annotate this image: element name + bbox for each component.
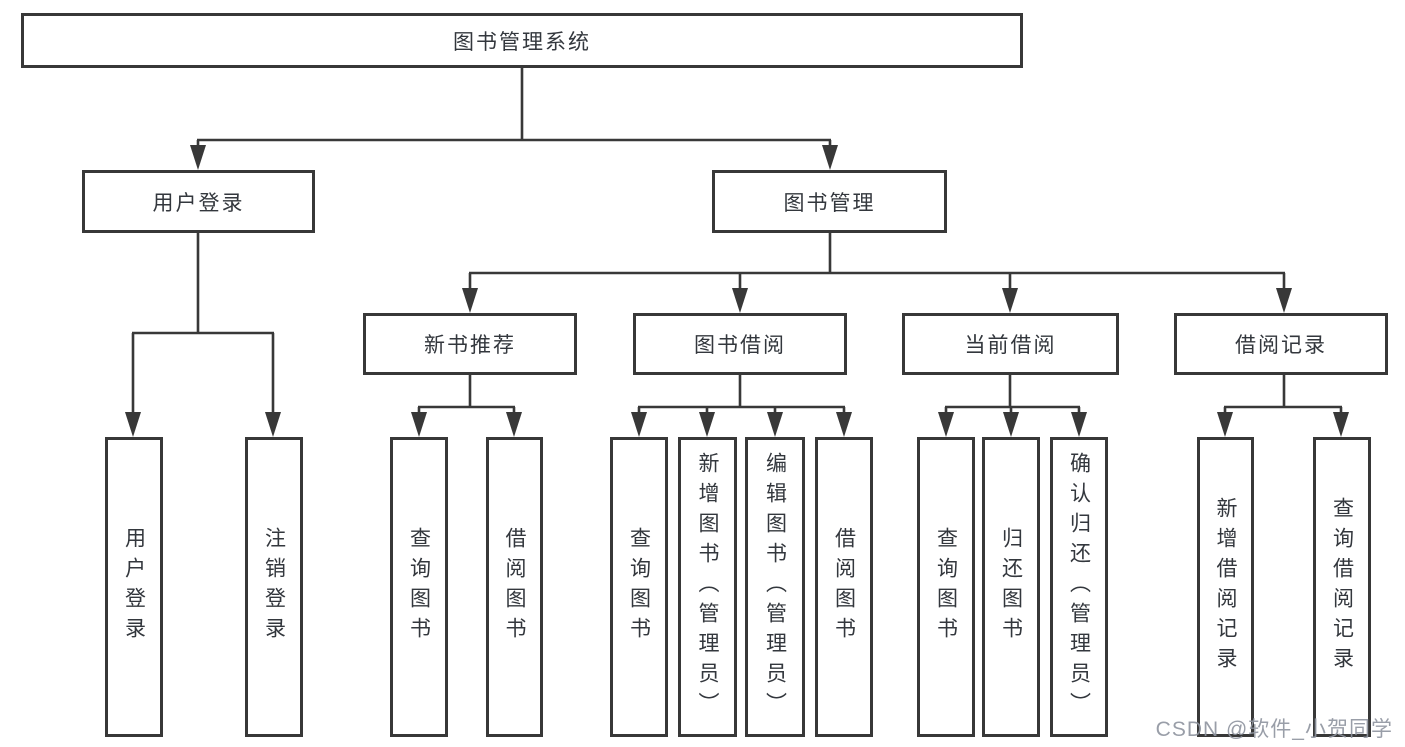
node-book-mgmt-label: 图书管理 <box>783 191 876 215</box>
leaf-cb-query-book: 查询图书 <box>917 437 975 737</box>
branch-root-to-level2 <box>196 68 832 146</box>
branch-current-borrow <box>944 375 1081 413</box>
arrow-icon <box>1333 412 1349 437</box>
arrow-icon <box>1003 412 1019 437</box>
node-root: 图书管理系统 <box>21 13 1023 68</box>
leaf-bb-add-book-label: 新增图书（管理员） <box>696 452 719 722</box>
node-root-label: 图书管理系统 <box>453 30 591 54</box>
node-new-book-rec-label: 新书推荐 <box>424 334 516 357</box>
leaf-bb-edit-book: 编辑图书（管理员） <box>745 437 805 737</box>
leaf-logout-label: 注销登录 <box>262 527 286 647</box>
leaf-bb-borrow-book-label: 借阅图书 <box>832 527 856 647</box>
arrow-icon <box>265 412 281 437</box>
node-borrow-record-label: 借阅记录 <box>1235 334 1327 357</box>
leaf-br-query-record: 查询借阅记录 <box>1313 437 1371 737</box>
arrow-icon <box>1217 412 1233 437</box>
leaf-br-add-record: 新增借阅记录 <box>1197 437 1254 737</box>
branch-borrow-record <box>1223 375 1343 413</box>
arrow-icon <box>1002 288 1018 313</box>
leaf-rec-borrow-book: 借阅图书 <box>486 437 543 737</box>
leaf-cb-return-book-label: 归还图书 <box>999 527 1023 647</box>
node-new-book-rec: 新书推荐 <box>363 313 577 375</box>
csdn-watermark: CSDN @软件_小贺同学 <box>1155 718 1393 741</box>
branch-user-login <box>131 232 275 413</box>
node-borrow-record: 借阅记录 <box>1174 313 1388 375</box>
leaf-rec-borrow-book-label: 借阅图书 <box>503 527 526 647</box>
branch-book-borrow <box>637 375 846 413</box>
arrow-icon <box>190 145 206 170</box>
node-book-mgmt: 图书管理 <box>712 170 947 233</box>
leaf-br-add-record-label: 新增借阅记录 <box>1214 497 1237 677</box>
arrow-icon <box>1071 412 1087 437</box>
node-user-login: 用户登录 <box>82 170 315 233</box>
arrow-icon <box>822 145 838 170</box>
leaf-rec-query-book-label: 查询图书 <box>407 527 431 647</box>
branch-book-mgmt <box>468 232 1286 289</box>
arrow-icon <box>631 412 647 437</box>
leaf-br-query-record-label: 查询借阅记录 <box>1330 497 1354 677</box>
arrow-icon <box>125 412 141 437</box>
node-book-borrow-label: 图书借阅 <box>694 334 786 357</box>
arrow-icon <box>732 288 748 313</box>
node-user-login-label: 用户登录 <box>152 191 245 215</box>
leaf-user-login-label: 用户登录 <box>122 527 146 647</box>
leaf-logout: 注销登录 <box>245 437 303 737</box>
leaf-cb-confirm-return-label: 确认归还（管理员） <box>1067 452 1091 722</box>
node-current-borrow-label: 当前借阅 <box>964 334 1057 357</box>
arrow-icon <box>506 412 522 437</box>
leaf-bb-query-book-label: 查询图书 <box>627 527 651 647</box>
leaf-bb-add-book: 新增图书（管理员） <box>678 437 737 737</box>
branch-new-book-rec <box>417 375 516 413</box>
arrow-icon <box>699 412 715 437</box>
arrow-icon <box>836 412 852 437</box>
leaf-cb-return-book: 归还图书 <box>982 437 1040 737</box>
leaf-user-login: 用户登录 <box>105 437 163 737</box>
arrow-icon <box>411 412 427 437</box>
arrow-icon <box>1276 288 1292 313</box>
leaf-cb-query-book-label: 查询图书 <box>934 527 958 647</box>
leaf-rec-query-book: 查询图书 <box>390 437 448 737</box>
leaf-bb-edit-book-label: 编辑图书（管理员） <box>763 452 787 722</box>
leaf-cb-confirm-return: 确认归还（管理员） <box>1050 437 1108 737</box>
arrow-icon <box>767 412 783 437</box>
node-book-borrow: 图书借阅 <box>633 313 847 375</box>
leaf-bb-borrow-book: 借阅图书 <box>815 437 873 737</box>
node-current-borrow: 当前借阅 <box>902 313 1119 375</box>
leaf-bb-query-book: 查询图书 <box>610 437 668 737</box>
arrow-icon <box>938 412 954 437</box>
arrow-icon <box>462 288 478 313</box>
